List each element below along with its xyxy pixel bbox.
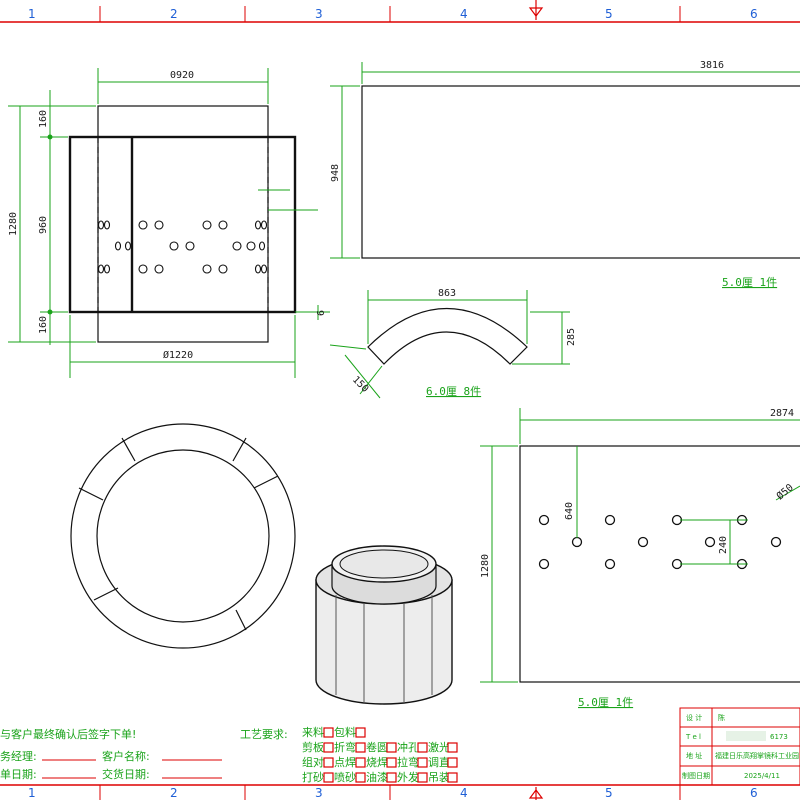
proc-jiguang: 激光 [428,740,450,754]
sheet-b-width: 2874 [770,408,794,419]
proc-juanyuan-checkbox[interactable] [386,742,397,753]
arc-width: 863 [438,288,456,299]
dim-bottom-width: Ø1220 [163,349,193,361]
front-view: 0920 Ø1220 1280 160 960 160 6 [8,68,330,378]
tb-tel-value: 6173 [770,733,788,741]
tb-tel-blur [726,731,766,741]
dim-top-width: 0920 [170,70,194,81]
manager-label: 务经理: [0,750,37,763]
frame-label-bottom-2: 2 [170,786,178,800]
frame-label-top-3: 3 [315,7,323,21]
sheet-b-hole-v: 640 [564,502,575,520]
tb-date-value: 2025/4/11 [744,772,780,780]
dim-bottom-band: 160 [38,316,49,334]
arc-part: 863 285 150 6.0厘 8件 [329,288,577,399]
dim-middle: 960 [38,216,49,234]
proc-shaohan: 烧焊 [366,755,388,769]
proc-jianban: 剪板 [302,740,324,754]
frame-label-top-4: 4 [460,7,468,21]
title-block: 设 计 陈 T e l 6173 地 址 福建日乐高翔掌镜科工业园 制图日期 2… [679,707,800,786]
tb-addr-label: 地 址 [686,751,702,760]
proc-dianhan-checkbox[interactable] [355,757,366,768]
proc-pensha: 喷砂 [334,771,356,784]
process-title: 工艺要求: [240,728,288,741]
tb-addr-value: 福建日乐高翔掌镜科工业园 [715,751,799,760]
proc-baoliao-checkbox[interactable] [355,727,366,738]
sheet-b: 2874 1280 640 240 Ø50 5.0厘 1件 [480,408,800,709]
arc-height: 285 [566,328,577,346]
center-mark-top-icon [528,0,544,20]
sheet-b-hole-gap: 240 [718,536,729,554]
tb-tel-label: T e l [685,733,701,741]
proc-diaozhuang-checkbox[interactable] [447,772,458,783]
frame-label-bottom-5: 5 [605,786,613,800]
center-mark-bottom-icon [528,787,544,800]
proc-waifa: 外发 [397,770,419,784]
proc-pensha-checkbox[interactable] [355,772,366,783]
sheet-a: 3816 948 5.0厘 1件 [330,60,800,289]
frame-label-top-1: 1 [28,7,36,21]
sheet-a-width: 3816 [700,60,724,71]
order-date-label: 单日期: [0,768,37,781]
tb-design-value: 陈 [718,713,725,722]
dim-total-height: 1280 [8,212,19,236]
proc-chongkong: 冲孔 [397,740,419,754]
frame-label-top-6: 6 [750,7,758,21]
sheet-a-note: 5.0厘 1件 [722,276,777,289]
proc-jianban-checkbox[interactable] [323,742,334,753]
sheet-b-note: 5.0厘 1件 [578,696,633,709]
proc-youqi-checkbox[interactable] [386,772,397,783]
sheet-b-holes [538,514,782,570]
footer-notes: 与客户最终确认后签字下单! 务经理: 客户名称: 单日期: 交货日期: [0,727,222,781]
proc-baoliao: 包料 [334,725,356,739]
frame-label-bottom-1: 1 [28,786,36,800]
proc-laiiao: 来料 [302,725,324,739]
proc-shaohan-checkbox[interactable] [386,757,397,768]
arc-note: 6.0厘 8件 [426,385,481,398]
sheet-b-height: 1280 [480,554,491,578]
proc-chongkong-checkbox[interactable] [417,742,428,753]
proc-diaozhuang: 吊装 [428,771,450,784]
frame-label-top-2: 2 [170,7,178,21]
proc-dasha: 打砂 [302,770,324,784]
ring-top-view [70,423,296,649]
proc-juanyuan: 卷圆 [366,740,388,754]
proc-lawan: 拉弯 [397,755,419,769]
tb-design-label: 设 计 [686,713,702,722]
proc-jiguang-checkbox[interactable] [447,742,458,753]
proc-youqi: 油漆 [366,770,388,784]
process-requirements: 工艺要求: 来料 包料 剪板 折弯 卷圆 冲孔 激光 组对 点焊 烧焊 拉弯 调… [240,725,458,784]
dim-top-band: 160 [38,110,49,128]
proc-zudui-checkbox[interactable] [323,757,334,768]
proc-laiiao-checkbox[interactable] [323,727,334,738]
delivery-label: 交货日期: [102,767,150,781]
confirm-text: 与客户最终确认后签字下单! [0,727,136,741]
arc-thickness: 150 [350,374,371,395]
sheet-a-height: 948 [330,164,341,182]
frame-label-bottom-3: 3 [315,786,323,800]
proc-dasha-checkbox[interactable] [323,772,334,783]
proc-tiaozhi: 调直 [428,755,450,769]
cylinder-3d [315,545,453,705]
frame-label-bottom-4: 4 [460,786,468,800]
tb-date-label: 制图日期 [682,771,710,780]
proc-lawan-checkbox[interactable] [417,757,428,768]
dim-small-right: 6 [316,310,327,316]
proc-waifa-checkbox[interactable] [417,772,428,783]
frame-label-bottom-6: 6 [750,786,758,800]
frame-label-top-5: 5 [605,7,613,21]
proc-zhewan: 折弯 [334,740,356,754]
proc-zhewan-checkbox[interactable] [355,742,366,753]
proc-dianhan: 点焊 [334,755,356,769]
front-view-holes [97,220,268,274]
customer-label: 客户名称: [102,749,150,763]
proc-tiaozhi-checkbox[interactable] [447,757,458,768]
proc-zudui: 组对 [302,755,324,769]
